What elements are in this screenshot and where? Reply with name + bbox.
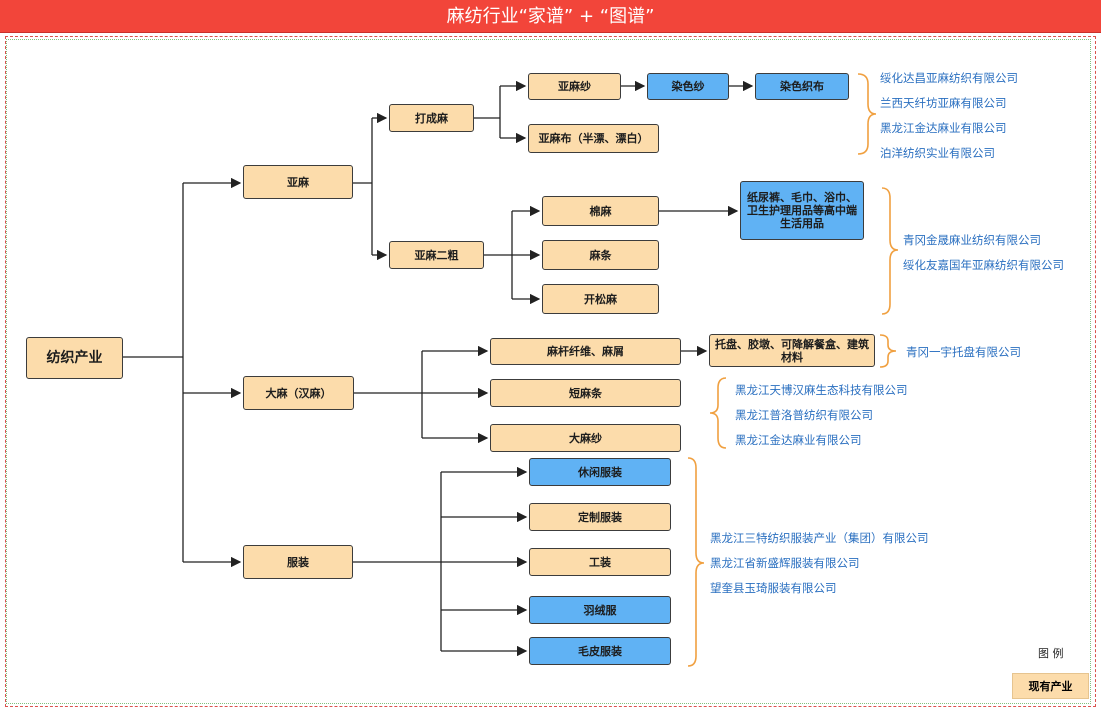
company-linen-3: 黑龙江金达麻业有限公司 <box>880 121 1007 135</box>
company-apparel-1: 黑龙江三特纺织服装产业（集团）有限公司 <box>710 531 929 545</box>
diagram-inner-frame <box>6 39 1091 704</box>
node-opened-linen: 开松麻 <box>542 284 659 314</box>
node-scutched-flax: 打成麻 <box>389 104 474 132</box>
company-tow-1: 青冈金晟麻业纺织有限公司 <box>903 233 1041 247</box>
page-title: 麻纺行业“家谱” + “图谱” <box>0 0 1101 33</box>
company-linen-4: 泊洋纺织实业有限公司 <box>880 146 995 160</box>
node-flax: 亚麻 <box>243 165 353 199</box>
node-dyed-yarn: 染色纱 <box>647 73 729 100</box>
node-linen-yarn: 亚麻纱 <box>528 73 621 100</box>
node-hemp-stalk-fiber: 麻杆纤维、麻屑 <box>490 338 681 365</box>
node-linen-cloth: 亚麻布（半漂、漂白） <box>528 124 659 153</box>
node-cotton-linen: 棉麻 <box>542 196 659 226</box>
company-apparel-3: 望奎县玉琦服装有限公司 <box>710 581 837 595</box>
company-hemp-3: 黑龙江金达麻业有限公司 <box>735 433 862 447</box>
legend-title: 图 例 <box>1038 647 1064 660</box>
brace-apparel-companies <box>687 457 705 667</box>
company-linen-2: 兰西天纤坊亚麻有限公司 <box>880 96 1007 110</box>
company-apparel-2: 黑龙江省新盛辉服装有限公司 <box>710 556 860 570</box>
legend-existing-industry: 现有产业 <box>1012 673 1089 699</box>
brace-linen-companies <box>857 73 877 155</box>
node-apparel: 服装 <box>243 545 353 579</box>
brace-tow-companies <box>881 187 899 315</box>
node-pallet-materials: 托盘、胶墩、可降解餐盒、建筑材料 <box>709 334 875 367</box>
brace-hemp-companies <box>709 377 727 449</box>
node-hemp-yarn: 大麻纱 <box>490 424 681 452</box>
node-casual-wear: 休闲服装 <box>529 458 671 486</box>
company-pallet-1: 青冈一宇托盘有限公司 <box>906 345 1021 359</box>
node-hemp: 大麻（汉麻） <box>243 376 354 410</box>
company-hemp-1: 黑龙江天博汉麻生态科技有限公司 <box>735 383 908 397</box>
node-fur-wear: 毛皮服装 <box>529 637 671 665</box>
company-tow-2: 绥化友嘉国年亚麻纺织有限公司 <box>903 258 1064 272</box>
brace-pallet-companies <box>879 334 897 368</box>
node-linen-sliver: 麻条 <box>542 240 659 270</box>
node-workwear: 工装 <box>529 548 671 576</box>
node-down-wear: 羽绒服 <box>529 596 671 624</box>
company-hemp-2: 黑龙江普洛普纺织有限公司 <box>735 408 873 422</box>
node-custom-wear: 定制服装 <box>529 503 671 531</box>
node-short-sliver: 短麻条 <box>490 379 681 407</box>
node-hygiene-products: 纸尿裤、毛巾、浴巾、卫生护理用品等高中端生活用品 <box>740 181 864 240</box>
company-linen-1: 绥化达昌亚麻纺织有限公司 <box>880 71 1018 85</box>
diagram-frame <box>5 36 1096 707</box>
node-dyed-fabric: 染色织布 <box>755 73 849 100</box>
node-flax-tow: 亚麻二粗 <box>389 241 484 269</box>
node-textile: 纺织产业 <box>26 337 123 379</box>
